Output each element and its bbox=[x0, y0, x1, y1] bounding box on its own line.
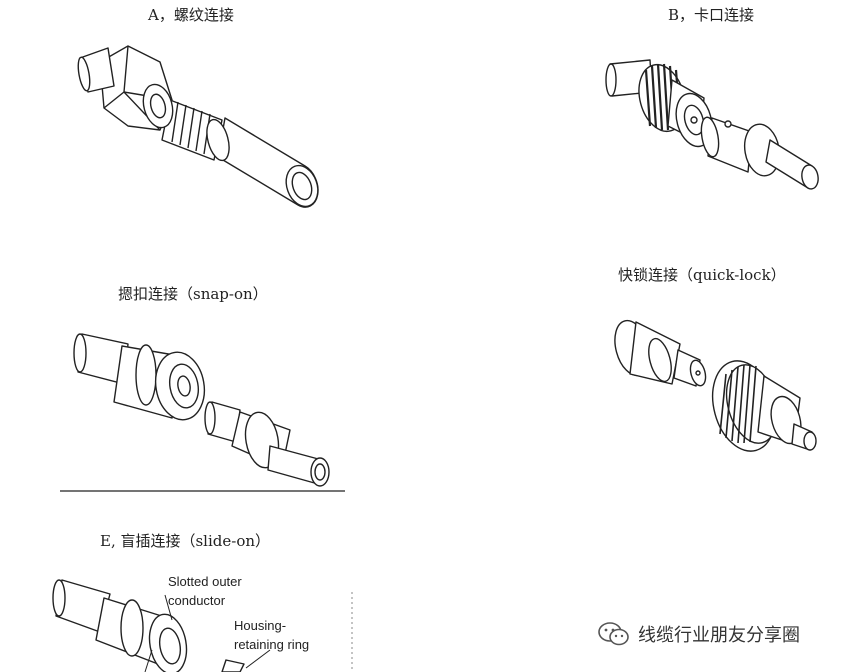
caption-snap-on: 摁扣连接（snap-on） bbox=[118, 285, 268, 303]
caption-quick-lock: 快锁连接（quick-lock） bbox=[618, 266, 786, 284]
watermark-text: 线缆行业朋友分享圈 bbox=[638, 625, 800, 646]
callout-slotted-line1: Slotted outer bbox=[168, 574, 242, 589]
slide-on-connector-drawing bbox=[53, 580, 270, 672]
callout-housing-line1: Housing- bbox=[234, 618, 287, 633]
caption-threaded: A，螺纹连接 bbox=[148, 6, 234, 24]
callout-housing-line2: retaining ring bbox=[234, 637, 310, 652]
quick-lock-connector-drawing bbox=[609, 317, 816, 458]
threaded-connector-drawing bbox=[76, 46, 323, 211]
callout-slotted-outer-conductor: Slotted outer conductor bbox=[168, 572, 242, 610]
callout-slotted-line2: conductor bbox=[168, 593, 226, 608]
caption-slide-on: E, 盲插连接（slide-on） bbox=[100, 532, 271, 550]
wechat-icon bbox=[598, 622, 629, 646]
callout-housing-retaining-ring: Housing- retaining ring bbox=[234, 616, 309, 654]
watermark: 线缆行业朋友分享圈 bbox=[598, 620, 800, 648]
bayonet-connector-drawing bbox=[606, 59, 820, 190]
caption-bayonet: B，卡口连接 bbox=[668, 6, 755, 24]
snap-on-connector-drawing bbox=[74, 334, 329, 486]
